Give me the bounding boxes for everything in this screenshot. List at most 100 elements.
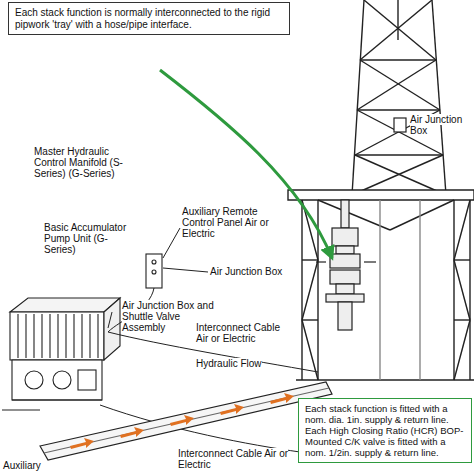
callout-text: Each stack function is fitted with a nom… (305, 403, 465, 458)
accumulator-unit (2, 298, 120, 410)
remote-panel (152, 260, 156, 264)
bop-stack (316, 261, 326, 262)
bop-stack (336, 246, 354, 254)
derrick-mast (432, 0, 446, 195)
accumulator-unit (25, 371, 43, 389)
derrick-mast (357, 60, 436, 110)
air-junction-box (394, 118, 406, 132)
accumulator-unit (49, 314, 50, 358)
derrick-mast (364, 0, 436, 60)
part-label-text: Interconnect Cable Air or Electric (178, 448, 288, 470)
substructure (454, 259, 470, 260)
air-junction-box (394, 118, 406, 132)
derrick-mast (352, 0, 364, 195)
part-label-text: Auxiliary (3, 460, 41, 471)
derrick-mast (397, 0, 398, 40)
cable (163, 268, 208, 272)
part-label: Hydraulic Flow (196, 358, 286, 369)
part-label-text: Hydraulic Flow (196, 358, 262, 369)
substructure (419, 200, 420, 380)
pipework-tray (44, 388, 329, 453)
part-label-text: Interconnect Cable Air or Electric (196, 322, 280, 344)
remote-panel (146, 254, 162, 288)
substructure (454, 260, 470, 320)
derrick-mast (360, 60, 440, 110)
substructure (453, 200, 454, 380)
bop-stack (338, 302, 352, 330)
substructure (318, 200, 390, 230)
bop-stack (330, 254, 360, 268)
cable (163, 228, 180, 258)
accumulator-unit (2, 409, 40, 410)
accumulator-unit (78, 370, 96, 390)
callout-box: Each stack function is normally intercon… (8, 2, 290, 35)
accumulator-unit (33, 314, 34, 358)
derrick-mast (355, 154, 443, 155)
accumulator-unit (17, 314, 18, 358)
part-label: Master Hydraulic Control Manifold (S-Ser… (34, 146, 126, 179)
bop-stack (326, 294, 364, 302)
bop-stack (330, 270, 360, 284)
accumulator-unit (89, 314, 90, 358)
substructure (379, 200, 380, 380)
accumulator-unit (53, 371, 71, 389)
part-label: Air Junction Box (410, 114, 472, 136)
part-label-text: Air Junction Box (210, 266, 282, 277)
part-label-text: Basic Accumulator Pump Unit (G-Series) (44, 222, 126, 255)
remote-panel (152, 270, 156, 274)
accumulator-unit (12, 399, 102, 400)
accumulator-unit (57, 314, 58, 358)
leader-arrow (160, 70, 332, 258)
hydraulic-flow-arrow (70, 438, 94, 449)
accumulator-unit (12, 360, 102, 400)
substructure (454, 200, 470, 260)
accumulator-unit (10, 312, 104, 360)
substructure (302, 319, 318, 320)
substructure (390, 200, 454, 230)
substructure (288, 190, 474, 380)
substructure (302, 260, 318, 320)
part-label: Basic Accumulator Pump Unit (G-Series) (44, 222, 136, 255)
bop-stack (316, 200, 376, 330)
cable (108, 312, 112, 328)
leader-arrow (160, 70, 332, 258)
accumulator-unit (65, 314, 66, 358)
part-label-text: Air Junction Box (410, 114, 462, 136)
callout-box: Each stack function is fitted with a nom… (298, 398, 472, 463)
substructure (296, 379, 474, 380)
bop-stack (364, 261, 376, 262)
bop-stack (341, 200, 349, 228)
hydraulic-flow-arrow (270, 393, 294, 404)
accumulator-unit (81, 314, 82, 358)
hydraulic-flow-arrow (170, 415, 194, 426)
substructure (469, 200, 470, 380)
derrick-mast (352, 0, 446, 195)
hydraulic-flow-arrow (70, 393, 294, 449)
part-label-text: Master Hydraulic Control Manifold (S-Ser… (34, 146, 123, 179)
part-label: Air Junction Box (210, 266, 300, 277)
part-label-text: Auxiliary Remote Control Panel Air or El… (182, 206, 269, 239)
accumulator-unit (10, 298, 120, 312)
part-label: Interconnect Cable Air or Electric (196, 322, 292, 344)
hydraulic-flow-arrow (120, 427, 144, 438)
callout-text: Each stack function is normally intercon… (15, 7, 283, 30)
accumulator-unit (97, 314, 98, 358)
substructure (454, 320, 470, 380)
derrick-mast (355, 155, 446, 195)
derrick-mast (357, 109, 440, 110)
substructure (454, 319, 470, 320)
bop-stack (332, 228, 358, 246)
bop-stack (336, 284, 354, 294)
substructure (301, 200, 302, 380)
part-label: Interconnect Cable Air or Electric (178, 448, 290, 470)
accumulator-unit (73, 314, 74, 358)
accumulator-unit (41, 314, 42, 358)
part-label: Auxiliary Remote Control Panel Air or El… (182, 206, 272, 239)
remote-panel (146, 254, 162, 288)
substructure (302, 259, 318, 260)
accumulator-unit (25, 314, 26, 358)
hydraulic-flow-arrow (220, 404, 244, 415)
derrick-mast (360, 59, 436, 60)
substructure (288, 190, 474, 200)
derrick-mast (352, 155, 443, 195)
